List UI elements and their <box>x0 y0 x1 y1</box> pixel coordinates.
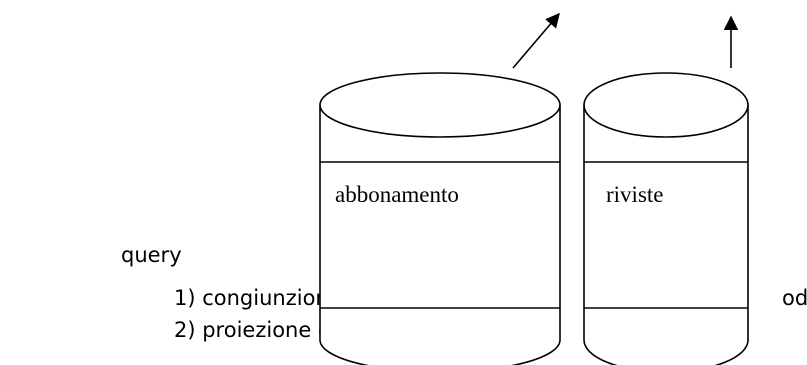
query-step-2: 2) proiezione di 1 <box>174 318 358 342</box>
cylinder-abbonamento: abbonamento <box>319 72 561 365</box>
cylinder-bottom-arc <box>583 339 749 365</box>
cylinder-label: abbonamento <box>335 182 459 207</box>
query-step-1-tail: od <box>782 286 807 310</box>
cylinder-body <box>320 105 560 365</box>
cylinder-body <box>584 105 748 365</box>
cylinder-label: riviste <box>606 182 664 207</box>
diagonal-arrow <box>512 12 560 69</box>
query-heading: query <box>121 243 182 267</box>
cylinder-riviste: riviste <box>583 72 749 365</box>
query-step-1: 1) congiunzione <box>174 286 342 310</box>
cylinder-bottom-arc <box>319 339 561 365</box>
